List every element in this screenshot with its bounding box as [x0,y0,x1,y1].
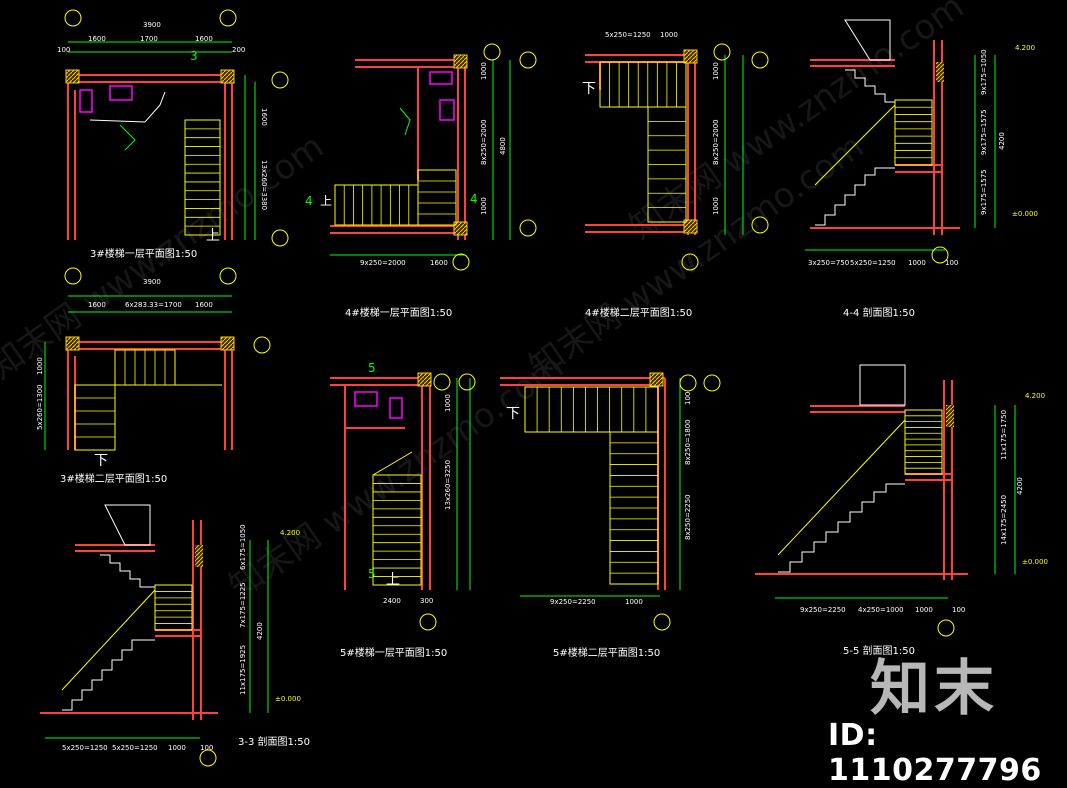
plan-3-floor1: 3900 1600 1700 1600 100 200 1600 13x260=… [57,9,289,260]
cut-label: 5 [368,361,376,375]
dim-text: 1000 [625,598,643,606]
cut-label: 3 [190,49,198,63]
dim-text: 4200 [256,622,264,640]
dim-text: 300 [420,597,433,605]
section-3-3: 5x250=1250 5x250=1250 1000 100 6x175=105… [40,504,310,767]
dim-text: 1600 [88,301,106,309]
dim-text: 6x283.33=1700 [125,301,182,309]
plan-4-floor1: 9x250=2000 1600 1000 8x250=2000 1000 480… [305,43,537,319]
up-label: 上 [386,572,400,588]
dim-text: 1000 [915,606,933,614]
plan-4-floor2: 5x250=1250 1000 1000 8x250=2000 1000 下 4… [582,31,769,319]
dim-text: 9x250=2250 [550,598,596,606]
dim-text: 5x250=1250 [62,744,108,752]
drawing-title: 4#楼梯一层平面图1:50 [345,306,452,319]
drawing-title: 5-5 剖面图1:50 [843,644,915,657]
elevation-label: ±0.000 [275,695,301,703]
dim-text: 9x250=2000 [360,259,406,267]
plan-5-floor1: 2400 300 1000 13x260=3250 5 5 上 5#楼梯一层平面… [330,361,476,659]
dim-text: 8x250=2000 [480,119,488,165]
plan-5-floor2: 9x250=2250 1000 100 8x250=1800 8x250=225… [500,372,721,659]
dim-text: 1000 [36,357,44,375]
dim-text: 100 [200,744,213,752]
section-4-4: 3x250=750 5x250=1250 1000 100 9x175=1050… [805,19,1038,319]
drawing-title: 3#楼梯二层平面图1:50 [60,472,167,485]
dim-text: 1000 [660,31,678,39]
drawing-title: 4-4 剖面图1:50 [843,306,915,319]
dim-text: 1000 [712,62,720,80]
dim-text: 100 [952,606,965,614]
drawing-title: 5#楼梯二层平面图1:50 [553,646,660,659]
dim-text: 3900 [143,21,161,29]
down-label: 下 [94,453,108,469]
dim-text: 1600 [195,35,213,43]
dim-text: 13x260=3380 [260,160,268,210]
cut-label: 4 [305,194,313,208]
cut-label: 5 [368,567,376,581]
elevation-label: ±0.000 [1012,210,1038,218]
dim-text: 4200 [1016,477,1024,495]
dim-text: 200 [232,46,245,54]
dim-text: 1600 [88,35,106,43]
dim-text: 9x175=1575 [980,109,988,155]
up-label: 上 [206,228,220,244]
dim-text: 1000 [480,197,488,215]
dim-text: 13x260=3250 [444,460,452,510]
dim-text: 5x250=1250 [850,259,896,267]
dim-text: 14x175=2450 [1000,495,1008,545]
dim-text: 7x175=1225 [239,582,247,628]
dim-text: 8x250=2000 [712,119,720,165]
elevation-label: 4.200 [1015,44,1035,52]
dim-text: 1000 [908,259,926,267]
watermark-logo: 知末 [870,654,998,724]
watermark-id: ID: 1110277796 [828,718,1042,788]
dim-text: 1700 [140,35,158,43]
down-label: 下 [582,81,596,97]
dim-text: 1000 [480,62,488,80]
dim-text: 4200 [998,132,1006,150]
dim-text: 11x175=1750 [1000,410,1008,460]
dim-text: 8x250=2250 [684,494,692,540]
dim-text: 3x250=750 [808,259,849,267]
elevation-label: 4.200 [280,529,300,537]
down-label: 下 [506,406,520,422]
cut-label: 4 [470,192,478,206]
dim-text: 8x250=1800 [684,419,692,465]
drawing-title: 5#楼梯一层平面图1:50 [340,646,447,659]
dim-text: 1600 [195,301,213,309]
dim-text: 1000 [168,744,186,752]
elevation-label: ±0.000 [1022,558,1048,566]
dim-text: 5x260=1300 [36,384,44,430]
dim-text: 100 [57,46,70,54]
dim-text: 11x175=1925 [239,645,247,695]
dim-text: 9x175=1050 [980,49,988,95]
elevation-label: 4.200 [1025,392,1045,400]
dim-text: 3900 [143,278,161,286]
dim-text: 1000 [444,394,452,412]
dim-text: 1600 [260,108,268,126]
dim-text: 4800 [499,137,507,155]
drawing-title: 3#楼梯一层平面图1:50 [90,247,197,260]
dim-text: 2400 [383,597,401,605]
dim-text: 6x175=1050 [239,524,247,570]
up-label: 上 [320,194,332,208]
dim-text: 4x250=1000 [858,606,904,614]
dim-text: 1600 [430,259,448,267]
dim-text: 1000 [712,197,720,215]
dim-text: 9x250=2250 [800,606,846,614]
section-5-5: 9x250=2250 4x250=1000 1000 100 11x175=17… [755,364,1048,657]
dim-text: 5x250=1250 [112,744,158,752]
dim-text: 5x250=1250 [605,31,651,39]
dim-text: 100 [945,259,958,267]
dim-text: 9x175=1575 [980,169,988,215]
drawing-title: 4#楼梯二层平面图1:50 [585,306,692,319]
drawing-title: 3-3 剖面图1:50 [238,735,310,748]
dim-text: 100 [684,392,692,405]
